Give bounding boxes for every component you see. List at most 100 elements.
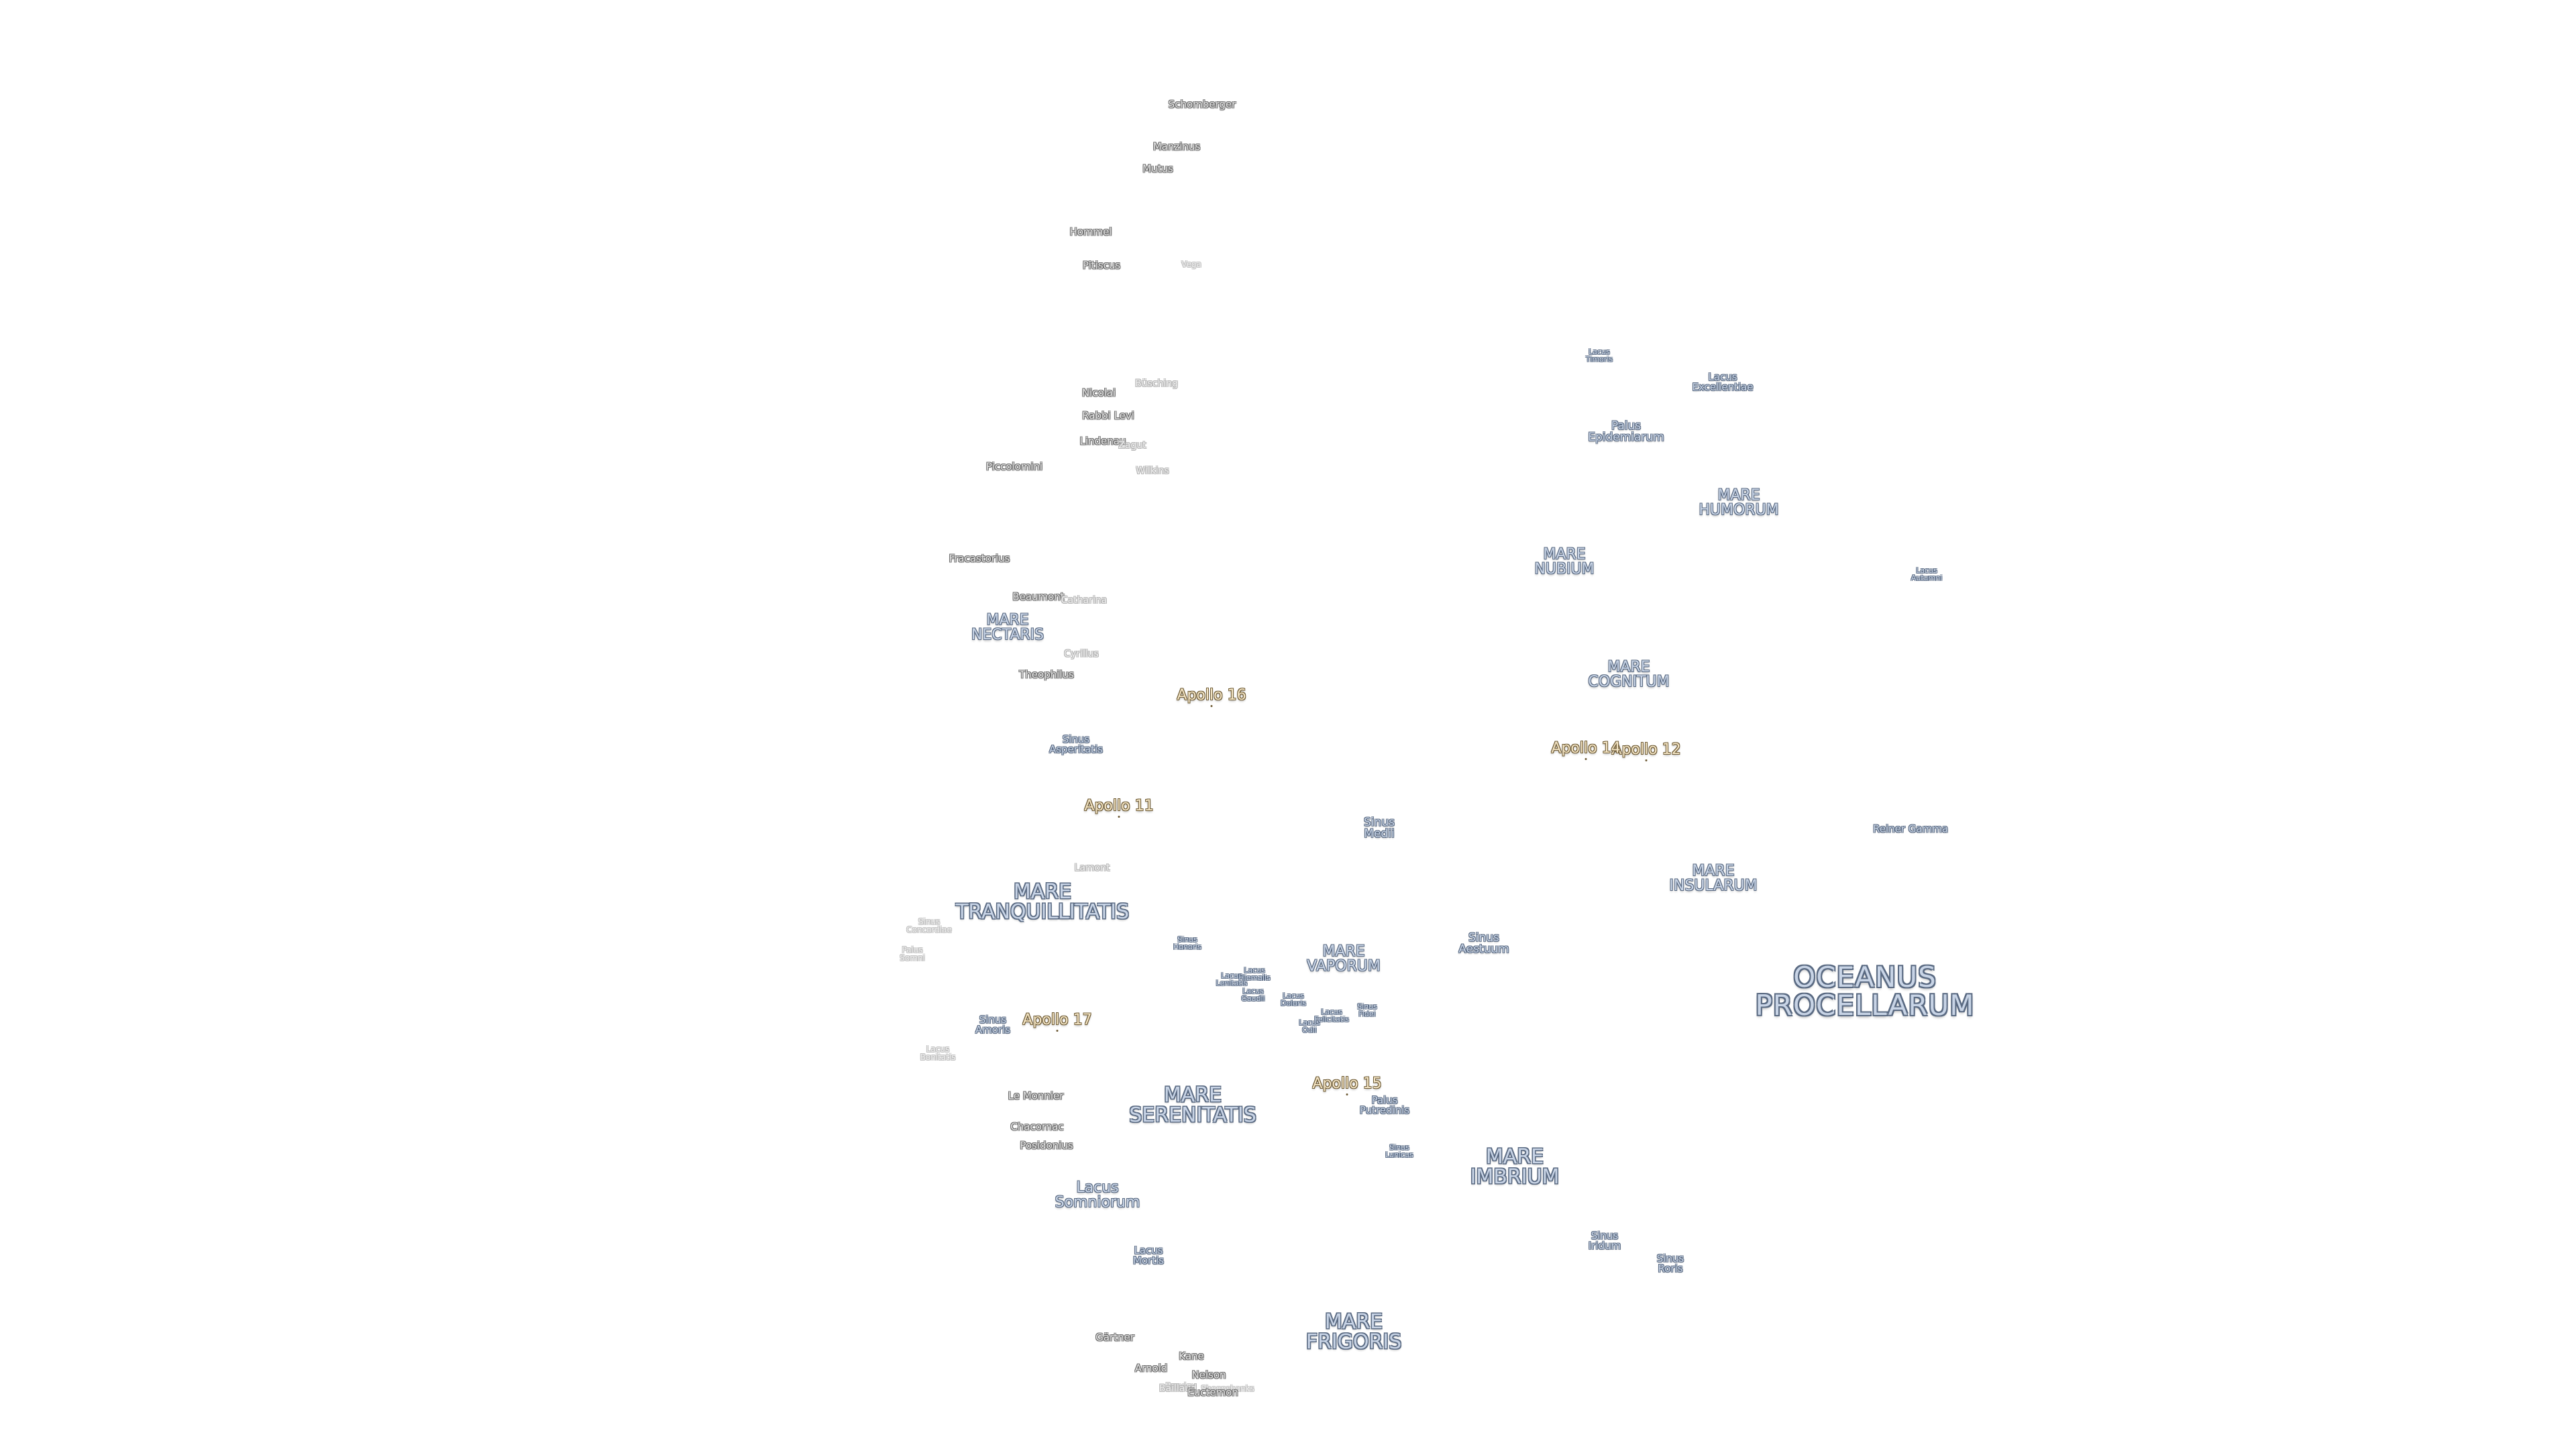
map-label-cyrillus: Cyrillus [1064, 649, 1099, 659]
map-label-line: Asperitatis [1049, 743, 1104, 755]
map-label-piccolomini: Piccolomini [986, 462, 1042, 472]
map-label-line: Roris [1658, 1263, 1683, 1275]
map-label-line: COGNITUM [1588, 674, 1670, 690]
map-label-line: Gärtner [1095, 1331, 1134, 1344]
map-label-manzinus: Manzinus [1153, 142, 1201, 152]
map-label-line: Sinus [1591, 1230, 1619, 1242]
map-label-fracastorius: Fracastorius [949, 552, 1010, 565]
map-label-line: Honoris [1173, 943, 1202, 951]
map-label-vega: Vega [1181, 260, 1201, 268]
map-label-line: Apollo 12 [1611, 741, 1681, 758]
map-label-line: Euctemon [1187, 1386, 1238, 1399]
map-label-line: Sinus [1357, 1002, 1377, 1011]
map-label-line: Lindenau [1079, 435, 1126, 447]
map-label-line: MARE [986, 612, 1029, 629]
map-label-line: Aestuum [1458, 943, 1509, 956]
map-label-zagut: Zagut [1118, 441, 1146, 450]
map-label-lamont: Lamont [1075, 863, 1110, 873]
map-label-line: Sinus [1062, 733, 1090, 745]
map-label-line: Iridum [1588, 1240, 1621, 1252]
map-label-posidonius: Posidonius [1020, 1140, 1073, 1151]
map-label-line: Timoris [1585, 355, 1613, 364]
map-label-catharina: Catharina [1061, 596, 1107, 605]
map-label-line: Amoris [975, 1024, 1011, 1036]
map-label-chacornac: Chacornac [1010, 1122, 1063, 1132]
map-label-reiner-gamma: Reiner Gamma [1873, 824, 1948, 835]
map-label-line: Baillaud [1159, 1383, 1197, 1394]
map-label-line: Apollo 14 [1551, 740, 1621, 757]
landing-site-marker [1585, 758, 1587, 760]
map-label-line: Chacornac [1010, 1120, 1064, 1133]
map-label-line: MARE [1485, 1145, 1544, 1169]
map-label-sheepshanks: Sheepshanks [1201, 1385, 1254, 1393]
map-label-line: Lamont [1074, 863, 1110, 873]
map-label-nelson: Nelson [1191, 1370, 1226, 1381]
landing-site-marker [1118, 816, 1120, 818]
map-label-line: Lunicus [1385, 1150, 1413, 1159]
map-label-line: Sinus [1364, 816, 1395, 829]
map-label-line: Sinus [979, 1014, 1007, 1026]
map-label-brayley: Brayley [1165, 1382, 1195, 1390]
map-label-line: MARE [1322, 943, 1365, 960]
map-label-line: Piccolomini [985, 460, 1043, 473]
map-label-line: Lacus [1244, 966, 1265, 975]
map-label-line: Brayley [1165, 1381, 1196, 1391]
map-label-theophilus: Theophilus [1019, 669, 1074, 680]
map-label-line: Sinus [1177, 935, 1197, 944]
map-label-line: MARE [1717, 487, 1760, 504]
map-label-line: Cyrillus [1064, 649, 1099, 659]
map-label-line: Lacus [1283, 991, 1304, 1000]
map-label-line: HUMORUM [1699, 502, 1779, 519]
map-label-apollo-16: Apollo 16 [1177, 688, 1246, 703]
map-label-line: OCEANUS [1793, 961, 1937, 994]
map-label-line: MARE [1607, 659, 1650, 676]
map-label-line: Fracastorius [949, 552, 1010, 565]
map-label-line: MARE [1163, 1083, 1222, 1107]
map-label-line: Pitiscus [1082, 259, 1121, 272]
map-label-line: Epidemiarum [1588, 431, 1664, 444]
map-label-line: Palus [902, 945, 923, 955]
map-label-line: Mortis [1132, 1254, 1165, 1267]
map-label-le-monnier: Le Monnier [1008, 1091, 1064, 1102]
map-label-line: Lacus [1916, 566, 1937, 575]
map-label-line: MARE [1543, 546, 1586, 563]
map-label-line: VAPORUM [1307, 958, 1381, 975]
map-label-apollo-11: Apollo 11 [1084, 799, 1153, 814]
map-label-line: Le Monnier [1008, 1089, 1064, 1102]
map-label-line: Catharina [1061, 595, 1108, 606]
map-label-line: TRANQUILLITATIS [955, 900, 1130, 924]
map-label-schomberger: Schomberger [1168, 98, 1236, 111]
map-label-line: Apollo 17 [1022, 1012, 1092, 1028]
map-label-line: Felicitatis [1314, 1015, 1349, 1024]
map-label-line: Excellentiae [1692, 381, 1754, 393]
map-label-line: Somni [900, 953, 925, 963]
map-label-line: NUBIUM [1534, 561, 1595, 578]
map-label-line: Schomberger [1168, 98, 1236, 111]
map-label-line: Lacus [1242, 987, 1264, 996]
map-label-line: Reiner Gamma [1872, 822, 1949, 835]
map-label-line: MARE [1324, 1310, 1383, 1334]
map-label-line: Sinus [918, 917, 941, 926]
